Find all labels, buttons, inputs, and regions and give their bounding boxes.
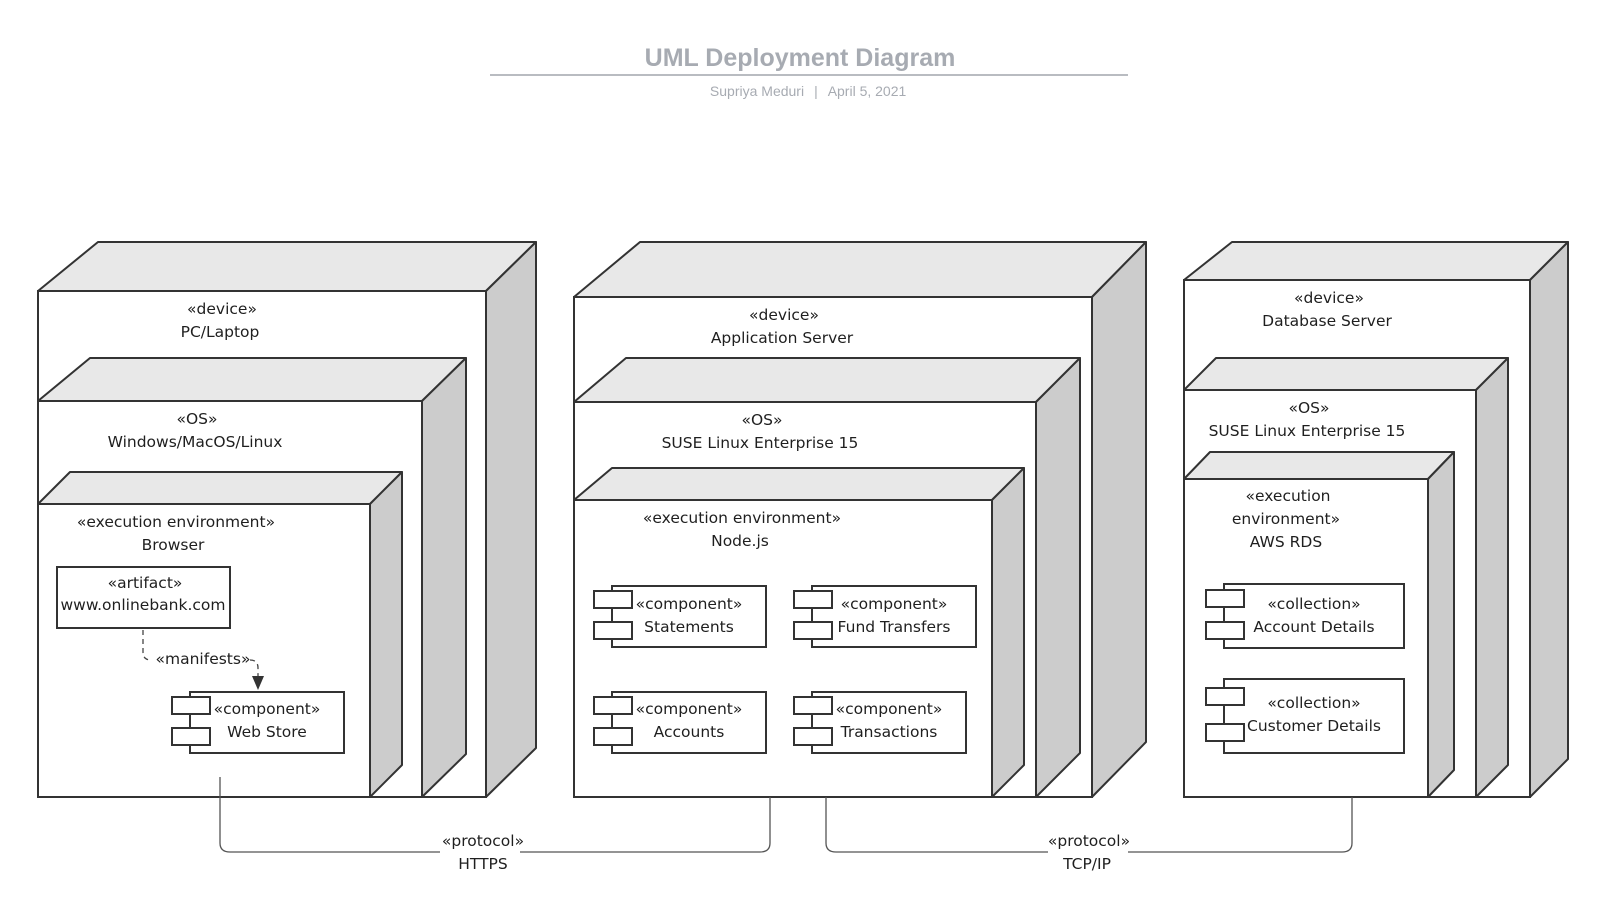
app-device-stereotype: «device» [749,306,819,324]
tcp-ip-stereotype: «protocol» [1048,832,1130,850]
artifact-box[interactable]: «artifact» www.onlinebank.com [56,566,231,629]
component-web-store[interactable]: «component» Web Store [171,691,345,754]
app-os-stereotype: «OS» [741,411,782,429]
component-statements[interactable]: «component» Statements [593,585,767,648]
pc-os-name: Windows/MacOS/Linux [108,433,283,451]
node-application-server[interactable]: «device» Application Server «OS» SUSE Li… [573,241,1147,798]
connection-https[interactable]: «protocol» HTTPS [219,777,771,874]
https-stereotype: «protocol» [442,832,524,850]
component-tab-icon [593,621,633,640]
db-env-stereotype-line1: «execution [1245,487,1330,505]
tcp-ip-label-backdrop [1048,828,1128,874]
component-name: Statements [644,618,734,636]
collection-customer-details[interactable]: «collection» Customer Details [1205,678,1405,754]
component-accounts[interactable]: «component» Accounts [593,691,767,754]
https-label-backdrop [440,828,520,874]
db-os-stereotype: «OS» [1288,399,1329,417]
manifests-dependency-line-right [249,659,259,678]
db-env-stereotype-line2: environment» [1232,510,1340,528]
pc-device-name: PC/Laptop [181,323,260,341]
component-tab-icon [593,590,633,609]
manifests-label: «manifests» [156,650,251,668]
collection-tab-icon [1205,589,1245,608]
artifact-stereotype: «artifact» [108,574,183,592]
component-tab-icon [171,727,211,746]
https-name: HTTPS [458,855,508,873]
collection-stereotype: «collection» [1267,694,1360,712]
node-database-server[interactable]: «device» Database Server «OS» SUSE Linux… [1183,241,1569,798]
pc-device-stereotype: «device» [187,300,257,318]
collection-tab-icon [1205,723,1245,742]
manifests-arrowhead-icon [252,676,264,690]
component-tab-icon [593,696,633,715]
node-pc-laptop[interactable]: «device» PC/Laptop «OS» Windows/MacOS/Li… [37,241,537,798]
component-stereotype: «component» [841,595,948,613]
component-tab-icon [793,696,833,715]
author-name: Supriya Meduri [710,83,804,99]
diagram-header: UML Deployment Diagram Supriya Meduri | … [490,44,1128,99]
app-os-name: SUSE Linux Enterprise 15 [662,434,859,452]
collection-tab-icon [1205,621,1245,640]
app-env-name: Node.js [711,532,769,550]
component-tab-icon [171,696,211,715]
component-name: Web Store [227,723,307,741]
db-device-name: Database Server [1262,312,1392,330]
db-os-name: SUSE Linux Enterprise 15 [1209,422,1406,440]
component-transactions[interactable]: «component» Transactions [793,691,967,754]
app-env-stereotype: «execution environment» [643,509,841,527]
component-stereotype: «component» [636,595,743,613]
connection-tcp-ip[interactable]: «protocol» TCP/IP [825,797,1353,874]
diagram-title: UML Deployment Diagram [645,44,956,72]
collection-name: Account Details [1253,618,1374,636]
collection-stereotype: «collection» [1267,595,1360,613]
component-name: Fund Transfers [838,618,951,636]
collection-tab-icon [1205,687,1245,706]
component-stereotype: «component» [836,700,943,718]
component-tab-icon [793,590,833,609]
component-tab-icon [593,727,633,746]
collection-name: Customer Details [1247,717,1381,735]
component-stereotype: «component» [214,700,321,718]
manifests-dependency-line-left [142,630,152,661]
tcp-ip-name: TCP/IP [1062,855,1111,873]
component-tab-icon [793,727,833,746]
component-name: Transactions [840,723,938,741]
component-tab-icon [793,621,833,640]
header-separator: | [814,83,818,99]
component-stereotype: «component» [636,700,743,718]
app-device-name: Application Server [711,329,854,347]
diagram-date: April 5, 2021 [828,83,907,99]
pc-env-name: Browser [142,536,205,554]
db-env-name: AWS RDS [1250,533,1322,551]
db-device-stereotype: «device» [1294,289,1364,307]
pc-env-stereotype: «execution environment» [77,513,275,531]
component-fund-transfers[interactable]: «component» Fund Transfers [793,585,977,648]
pc-os-stereotype: «OS» [176,410,217,428]
artifact-name: www.onlinebank.com [61,596,226,614]
component-name: Accounts [654,723,725,741]
collection-account-details[interactable]: «collection» Account Details [1205,583,1405,649]
